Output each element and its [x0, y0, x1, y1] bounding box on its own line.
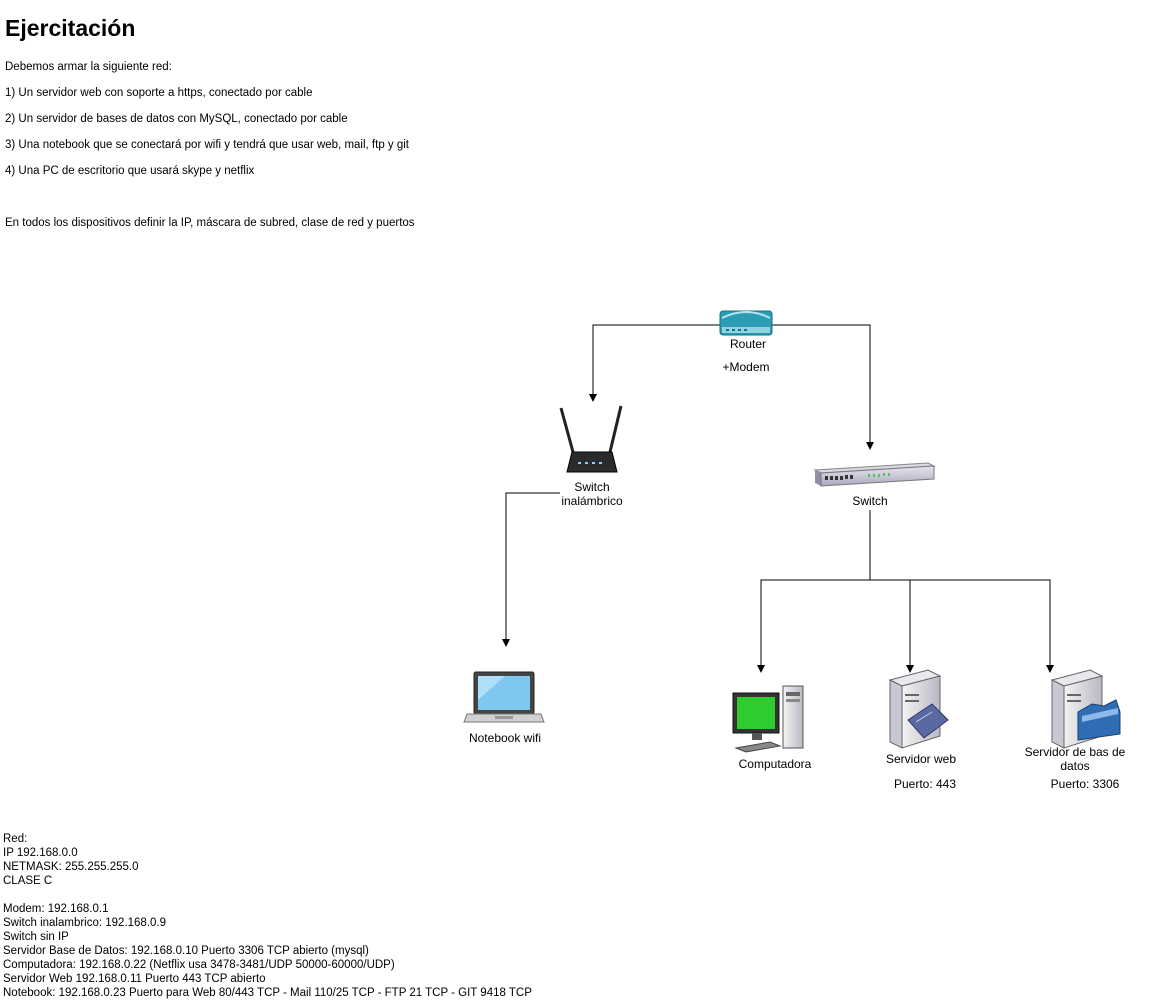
note-line: Red: [3, 833, 28, 845]
wireless-switch-label-1: Switch [574, 480, 609, 494]
laptop-icon[interactable] [463, 671, 545, 723]
page-title: Ejercitación [5, 15, 136, 41]
note-line: Switch inalambrico: 192.168.0.9 [3, 917, 167, 929]
note-line: Notebook: 192.168.0.23 Puerto para Web 8… [3, 987, 532, 999]
network-notes: Red: IP 192.168.0.0 NETMASK: 255.255.255… [3, 832, 532, 1000]
note-spacer [3, 888, 532, 902]
web-server-port: Puerto: 443 [894, 777, 956, 791]
db-server-label-1: Servidor de bas de [1025, 745, 1126, 759]
note-line: CLASE C [3, 875, 53, 887]
note-line: NETMASK: 255.255.255.0 [3, 861, 139, 873]
computer-label: Computadora [739, 757, 812, 771]
connector-wireless-notebook [502, 492, 560, 647]
requirement-2: 2) Un servidor de bases de datos con MyS… [5, 113, 348, 125]
intro-text: Debemos armar la siguiente red: [5, 61, 172, 73]
connector-switch-devices [757, 510, 1054, 673]
connector-router-switch [772, 324, 874, 450]
note-line: IP 192.168.0.0 [3, 847, 78, 859]
note-line: Modem: 192.168.0.1 [3, 903, 109, 915]
desktop-computer-icon[interactable] [732, 685, 804, 753]
database-server-icon[interactable] [1050, 669, 1121, 749]
router-label: Router [730, 337, 766, 351]
db-server-label-2: datos [1060, 759, 1089, 773]
network-diagram: Router +Modem Switch inalámbrico Switch [463, 310, 1126, 791]
requirement-4: 4) Una PC de escritorio que usará skype … [5, 165, 255, 177]
wireless-access-point-icon[interactable] [559, 405, 623, 473]
note-line: Switch sin IP [3, 931, 69, 943]
requirement-3: 3) Una notebook que se conectará por wif… [5, 139, 409, 151]
connector-router-wireless [589, 324, 720, 402]
note-line: Servidor Base de Datos: 192.168.0.10 Pue… [3, 945, 369, 957]
db-server-port: Puerto: 3306 [1051, 777, 1120, 791]
requirement-1: 1) Un servidor web con soporte a https, … [5, 87, 313, 99]
web-server-icon[interactable] [888, 669, 949, 749]
note-line: Computadora: 192.168.0.22 (Netflix usa 3… [3, 959, 395, 971]
note-line: Servidor Web 192.168.0.11 Puerto 443 TCP… [3, 973, 266, 985]
network-switch-icon[interactable] [813, 462, 936, 487]
web-server-label: Servidor web [886, 752, 956, 766]
wireless-switch-label-2: inalámbrico [561, 494, 623, 508]
switch-label: Switch [852, 494, 887, 508]
notebook-label: Notebook wifi [469, 731, 541, 745]
modem-label: +Modem [722, 360, 769, 374]
instruction-text: En todos los dispositivos definir la IP,… [5, 217, 415, 229]
router-icon[interactable] [719, 310, 773, 336]
